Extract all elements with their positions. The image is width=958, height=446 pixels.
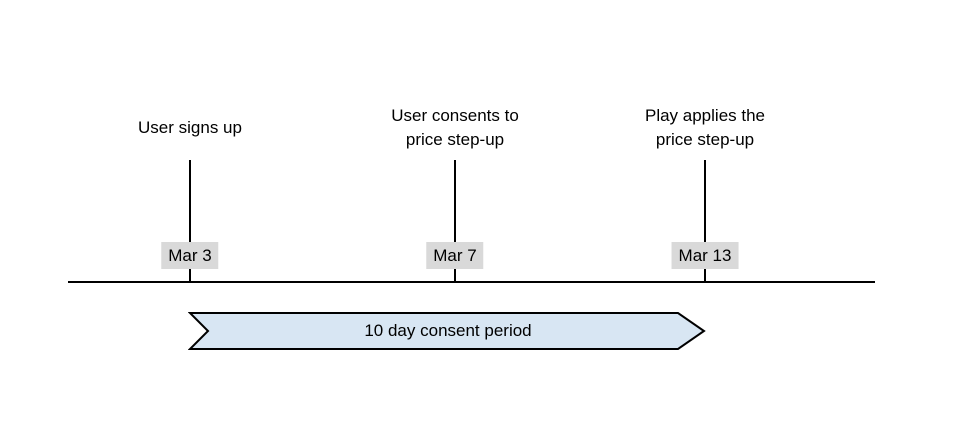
event-label-user-consents: User consents to price step-up [391,106,519,149]
event-tick-mar-7 [454,160,456,282]
event-tick-mar-3 [189,160,191,282]
date-badge-mar-13: Mar 13 [671,242,739,269]
consent-period-band: 10 day consent period [188,311,708,351]
date-badge-mar-7: Mar 7 [426,242,484,269]
chevron-band-shape [188,312,706,350]
event-label-user-signs-up: User signs up [138,118,242,137]
chevron-band-polygon [188,312,706,350]
date-badge-mar-3: Mar 3 [161,242,219,269]
event-tick-mar-13 [704,160,706,282]
consent-period-label: 10 day consent period [364,321,532,340]
event-label-play-applies: Play applies the price step-up [644,106,766,149]
timeline-axis [68,281,875,283]
